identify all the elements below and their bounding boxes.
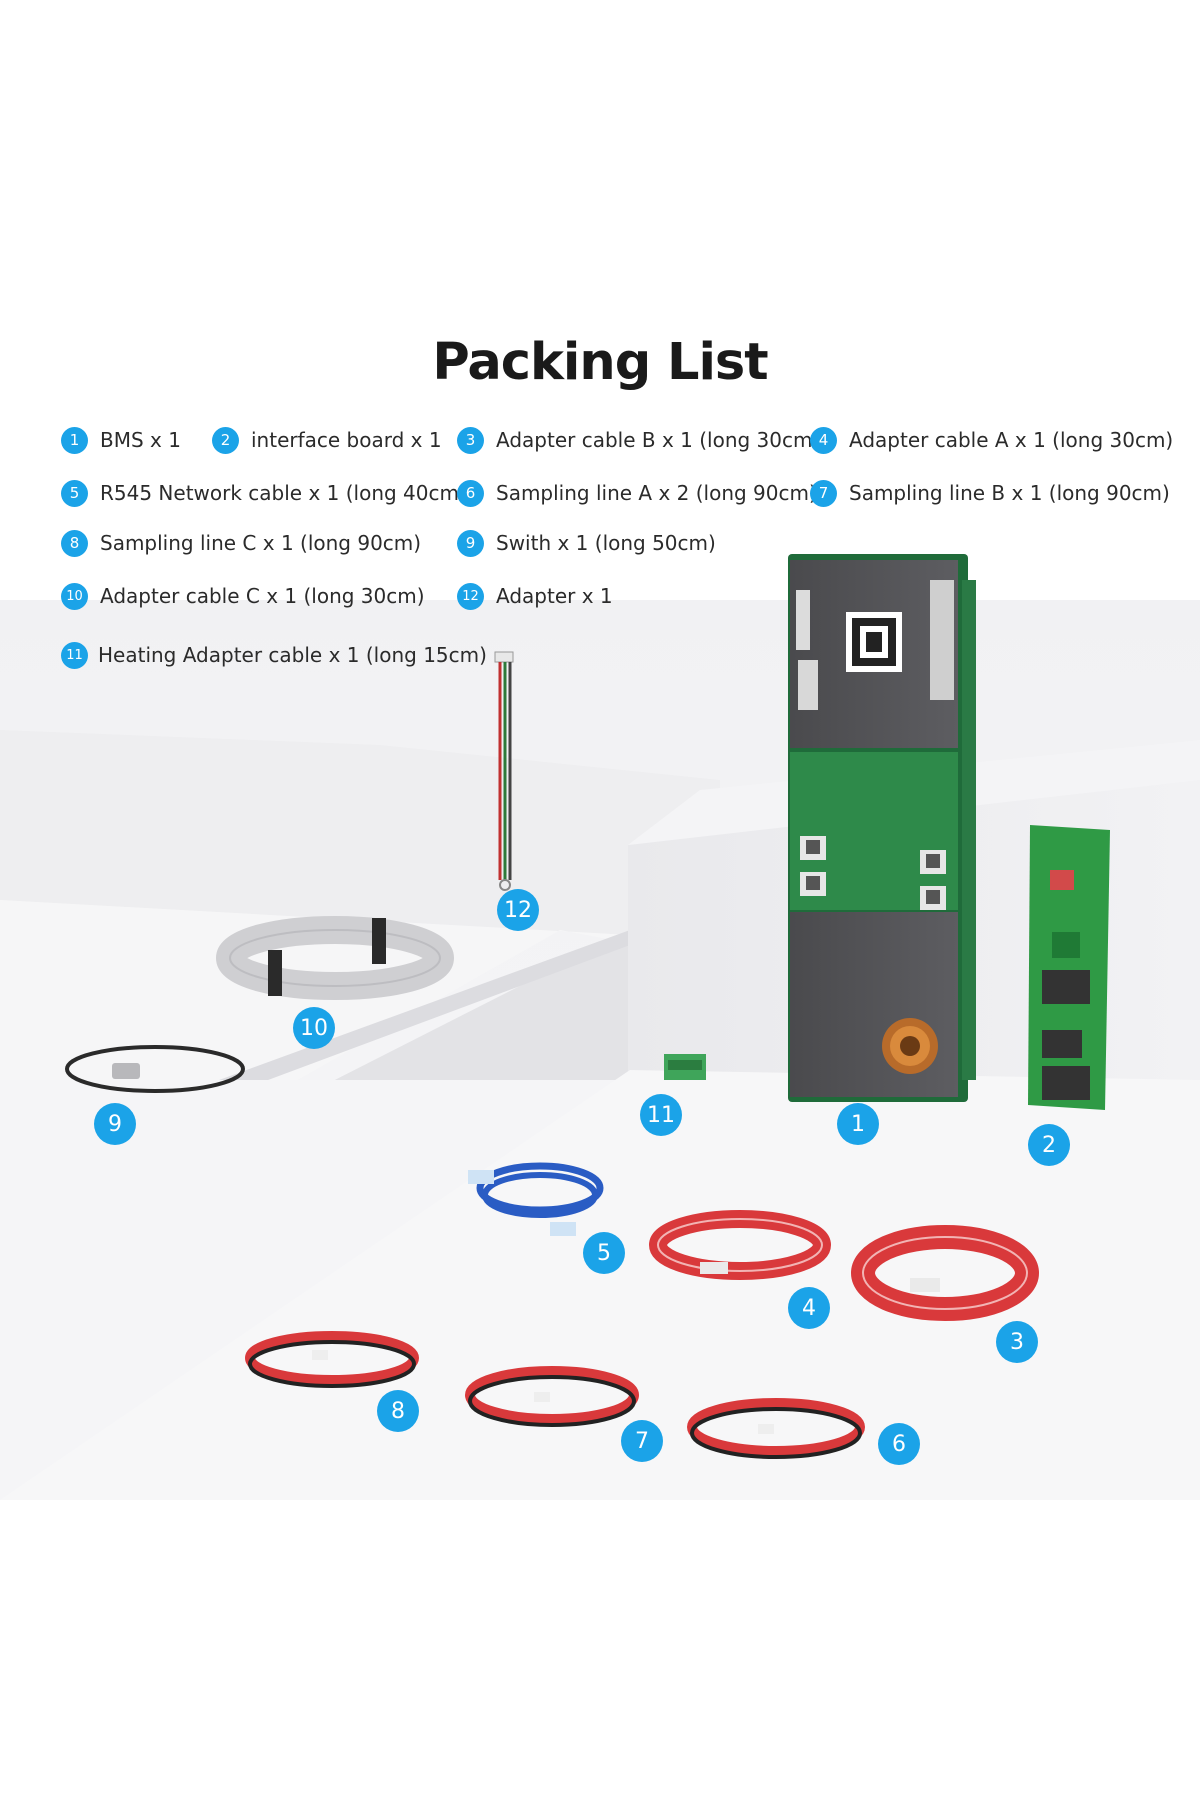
item-number-badge: 2 <box>212 426 239 454</box>
item-number-badge: 7 <box>810 479 837 507</box>
item-number-badge: 11 <box>61 641 88 669</box>
list-item: 4 Adapter cable A x 1 (long 30cm) <box>810 425 1173 455</box>
network-cable-image <box>468 1162 604 1236</box>
callout-badge: 1 <box>837 1103 879 1145</box>
sampling-line-b-image <box>465 1366 639 1427</box>
item-number-badge: 9 <box>457 529 484 557</box>
list-item: 6 Sampling line A x 2 (long 90cm) <box>457 478 817 508</box>
list-item: 12 Adapter x 1 <box>457 581 613 611</box>
bms-board-image <box>788 554 976 1102</box>
interface-board-image <box>1028 825 1110 1110</box>
list-item: 8 Sampling line C x 1 (long 90cm) <box>61 528 421 558</box>
callout-badge: 12 <box>497 889 539 931</box>
item-label: Swith x 1 (long 50cm) <box>496 531 716 555</box>
adapter-cable-b-image <box>851 1225 1039 1321</box>
callout-badge: 4 <box>788 1287 830 1329</box>
callout-badge: 7 <box>621 1420 663 1462</box>
item-label: Heating Adapter cable x 1 (long 15cm) <box>98 643 487 667</box>
item-number-badge: 12 <box>457 582 484 610</box>
callout-badge: 9 <box>94 1103 136 1145</box>
item-number-badge: 3 <box>457 426 484 454</box>
list-item: 1 BMS x 1 <box>61 425 181 455</box>
item-label: BMS x 1 <box>100 428 181 452</box>
item-label: Adapter cable C x 1 (long 30cm) <box>100 584 425 608</box>
item-number-badge: 10 <box>61 582 88 610</box>
terminal-block-image <box>664 1054 706 1080</box>
sampling-line-c-image <box>245 1331 419 1388</box>
ribbon-cable-image <box>216 916 454 1000</box>
item-number-badge: 5 <box>61 479 88 507</box>
list-item: 9 Swith x 1 (long 50cm) <box>457 528 716 558</box>
callout-badge: 6 <box>878 1423 920 1465</box>
item-label: Adapter cable A x 1 (long 30cm) <box>849 428 1174 452</box>
item-number-badge: 1 <box>61 426 88 454</box>
background <box>0 600 1200 1800</box>
callout-badge: 10 <box>293 1007 335 1049</box>
list-item: 10 Adapter cable C x 1 (long 30cm) <box>61 581 425 611</box>
callout-badge: 8 <box>377 1390 419 1432</box>
item-number-badge: 8 <box>61 529 88 557</box>
item-number-badge: 4 <box>810 426 837 454</box>
callout-badge: 2 <box>1028 1124 1070 1166</box>
callout-badge: 5 <box>583 1232 625 1274</box>
sampling-line-a-image <box>687 1398 865 1459</box>
list-item: 11 Heating Adapter cable x 1 (long 15cm) <box>61 640 487 670</box>
adapter-cable-a-image <box>649 1210 831 1280</box>
list-item: 3 Adapter cable B x 1 (long 30cm) <box>457 425 820 455</box>
item-label: R545 Network cable x 1 (long 40cm) <box>100 481 467 505</box>
item-label: interface board x 1 <box>251 428 442 452</box>
item-label: Adapter x 1 <box>496 584 613 608</box>
item-label: Sampling line B x 1 (long 90cm) <box>849 481 1170 505</box>
switch-image <box>65 1045 245 1093</box>
heating-adapter-cable-image <box>494 651 514 891</box>
page-title: Packing List <box>432 333 768 392</box>
list-item: 7 Sampling line B x 1 (long 90cm) <box>810 478 1170 508</box>
item-label: Adapter cable B x 1 (long 30cm) <box>496 428 821 452</box>
list-item: 2 interface board x 1 <box>212 425 442 455</box>
callout-badge: 11 <box>640 1094 682 1136</box>
item-label: Sampling line A x 2 (long 90cm) <box>496 481 817 505</box>
item-label: Sampling line C x 1 (long 90cm) <box>100 531 422 555</box>
callout-badge: 3 <box>996 1321 1038 1363</box>
list-item: 5 R545 Network cable x 1 (long 40cm) <box>61 478 467 508</box>
item-number-badge: 6 <box>457 479 484 507</box>
